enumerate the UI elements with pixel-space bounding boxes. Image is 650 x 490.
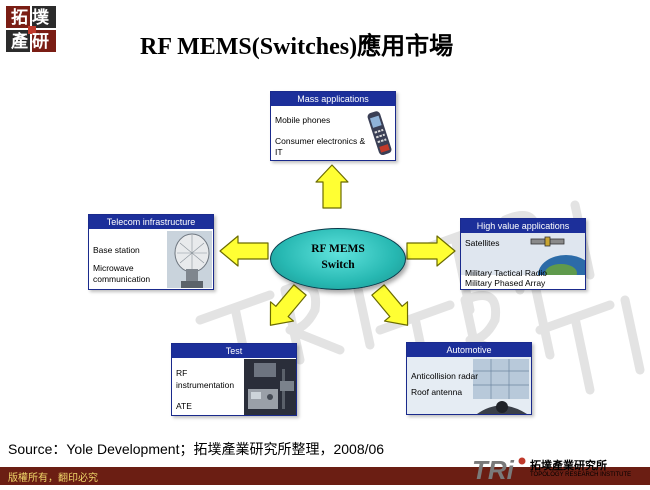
mobile-phone-icon bbox=[367, 108, 393, 158]
test-box: Test RF instrumentation ATE bbox=[171, 343, 297, 416]
arrow-down-right-icon bbox=[371, 284, 409, 326]
tri-logo-subtitle: TOPOLOGY RESEARCH INSTITUTE bbox=[530, 472, 632, 478]
mass-item-it: IT bbox=[275, 147, 283, 157]
test-item-ate: ATE bbox=[176, 401, 192, 411]
telecom-item-communication: communication bbox=[93, 274, 151, 284]
tri-logo-name: 拓墣產業研究所 bbox=[530, 460, 607, 472]
test-item-rf: RF bbox=[176, 368, 188, 378]
telecom-item-microwave: Microwave bbox=[93, 263, 134, 273]
arrow-left-icon bbox=[219, 235, 269, 267]
center-label-line2: Switch bbox=[321, 259, 355, 271]
mass-applications-header: Mass applications bbox=[271, 92, 395, 106]
automotive-item-anticollision: Anticollision radar bbox=[411, 371, 479, 381]
high-value-item-satellites: Satellites bbox=[465, 238, 500, 248]
arrow-up-icon bbox=[315, 164, 349, 209]
high-value-applications-header: High value applications bbox=[461, 219, 585, 233]
page-title: RF MEMS(Switches)應用市場 bbox=[140, 34, 454, 60]
arrow-down-left-icon bbox=[269, 284, 307, 326]
corner-logo-text: 拓墣產研 bbox=[11, 8, 53, 52]
test-header: Test bbox=[172, 344, 296, 358]
tri-mark: TRi bbox=[472, 455, 515, 485]
telecom-infrastructure-header: Telecom infrastructure bbox=[89, 215, 213, 229]
bottom-bar bbox=[0, 467, 650, 485]
satellite-earth-icon bbox=[461, 233, 585, 275]
automotive-item-roof-antenna: Roof antenna bbox=[411, 387, 463, 397]
mass-applications-box: Mass applications Mobile phones Consumer… bbox=[270, 91, 396, 161]
mass-item-mobile: Mobile phones bbox=[275, 115, 331, 125]
test-equipment-icon bbox=[244, 359, 296, 415]
tri-logo: TRi bbox=[472, 455, 647, 485]
center-label-line1: RF MEMS bbox=[311, 243, 365, 255]
automotive-box: Automotive Anticollision radar Roof ante… bbox=[406, 342, 532, 415]
high-value-item-phased-array: Military Phased Array bbox=[465, 278, 546, 288]
high-value-item-tactical-radio: Military Tactical Radio bbox=[465, 268, 548, 278]
rf-mems-switch-node: RF MEMS Switch bbox=[270, 228, 406, 290]
automotive-header: Automotive bbox=[407, 343, 531, 357]
source-note: Source：Yole Development；拓墣產業研究所整理，2008/0… bbox=[8, 441, 385, 457]
high-value-applications-box: High value applications Satellites Milit… bbox=[460, 218, 586, 290]
telecom-infrastructure-box: Telecom infrastructure Base station Micr… bbox=[88, 214, 214, 290]
car-dashboard-icon bbox=[407, 357, 531, 414]
satellite-dish-icon bbox=[167, 231, 212, 288]
telecom-item-base-station: Base station bbox=[93, 245, 140, 255]
copyright-text: 版權所有，翻印必究 bbox=[8, 473, 98, 484]
mass-item-consumer: Consumer electronics & bbox=[275, 136, 366, 146]
test-item-instrumentation: instrumentation bbox=[176, 380, 235, 390]
arrow-right-icon bbox=[406, 235, 456, 267]
corner-logo: 拓墣產研 bbox=[6, 6, 58, 54]
